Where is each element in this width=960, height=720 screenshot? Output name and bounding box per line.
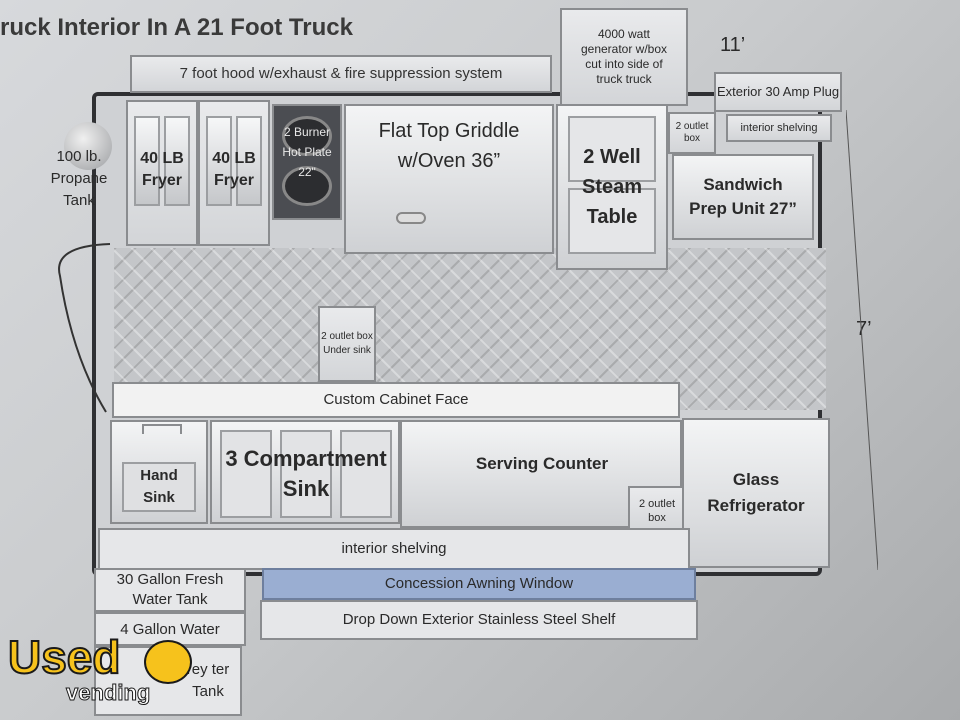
concession-awning-window: Concession Awning Window	[262, 568, 696, 600]
propane-tank-label: 100 lb. Propane Tank	[50, 148, 108, 209]
compartment-sink-label: 3 Compartment Sink	[225, 446, 387, 501]
griddle-label: Flat Top Griddle w/Oven 36”	[378, 120, 520, 172]
oven-door-handle	[396, 212, 426, 224]
width-dimension-line	[845, 109, 879, 571]
fryer-basket	[206, 116, 232, 206]
outlet-box-under-sink: 2 outlet box Under sink	[318, 306, 376, 382]
steam-well	[568, 188, 656, 254]
sandwich-prep-unit: Sandwich Prep Unit 27”	[672, 154, 814, 240]
propane-tank-icon	[64, 122, 112, 170]
fryer-1: 40 LB Fryer	[126, 100, 198, 246]
burner-icon	[282, 116, 332, 156]
exterior-amp-plug: Exterior 30 Amp Plug	[714, 72, 842, 112]
width-dimension: 7’	[856, 318, 872, 340]
outlet-box-top: 2 outlet box	[668, 112, 716, 154]
fryer-2: 40 LB Fryer	[198, 100, 270, 246]
custom-cabinet-face: Custom Cabinet Face	[112, 382, 680, 418]
faucet-icon	[142, 424, 182, 434]
flat-top-griddle: Flat Top Griddle w/Oven 36”	[344, 104, 554, 254]
burner-icon	[282, 166, 332, 206]
logo-coin-icon	[144, 640, 192, 684]
fryer-1-label: 40 LB Fryer	[140, 150, 184, 189]
sink-basin	[280, 430, 332, 518]
sink-basin	[340, 430, 392, 518]
fryer-basket	[164, 116, 190, 206]
diagram-title: ruck Interior In A 21 Foot Truck	[0, 14, 353, 41]
hand-sink: Hand Sink	[110, 420, 208, 524]
length-dimension: 11’	[720, 34, 746, 56]
exhaust-hood: 7 foot hood w/exhaust & fire suppression…	[130, 55, 552, 93]
logo-vending-text: vending	[65, 680, 151, 706]
used-vending-logo: Used vending	[6, 630, 206, 716]
fryer-basket	[134, 116, 160, 206]
hot-plate: 2 Burner Hot Plate 22"	[272, 104, 342, 220]
steam-table-label: 2 Well Steam Table	[581, 146, 643, 228]
steam-well	[568, 116, 656, 182]
fryer-2-label: 40 LB Fryer	[212, 150, 256, 189]
steam-table: 2 Well Steam Table	[556, 104, 668, 270]
fryer-basket	[236, 116, 262, 206]
three-compartment-sink: 3 Compartment Sink	[210, 420, 400, 524]
generator-box: 4000 watt generator w/box cut into side …	[560, 8, 688, 106]
sink-basin	[220, 430, 272, 518]
fresh-water-tank: 30 Gallon Fresh Water Tank	[94, 568, 246, 612]
hand-sink-label: Hand Sink	[122, 462, 196, 512]
glass-refrigerator: Glass Refrigerator	[682, 418, 830, 568]
propane-line	[52, 236, 112, 416]
hot-plate-label: 2 Burner Hot Plate 22"	[282, 125, 332, 179]
interior-shelving-bottom: interior shelving	[98, 528, 690, 570]
interior-shelving-top: interior shelving	[726, 114, 832, 142]
logo-used-text: Used	[7, 630, 121, 684]
serving-counter-label: Serving Counter	[475, 454, 609, 473]
drop-down-exterior-shelf: Drop Down Exterior Stainless Steel Shelf	[260, 600, 698, 640]
